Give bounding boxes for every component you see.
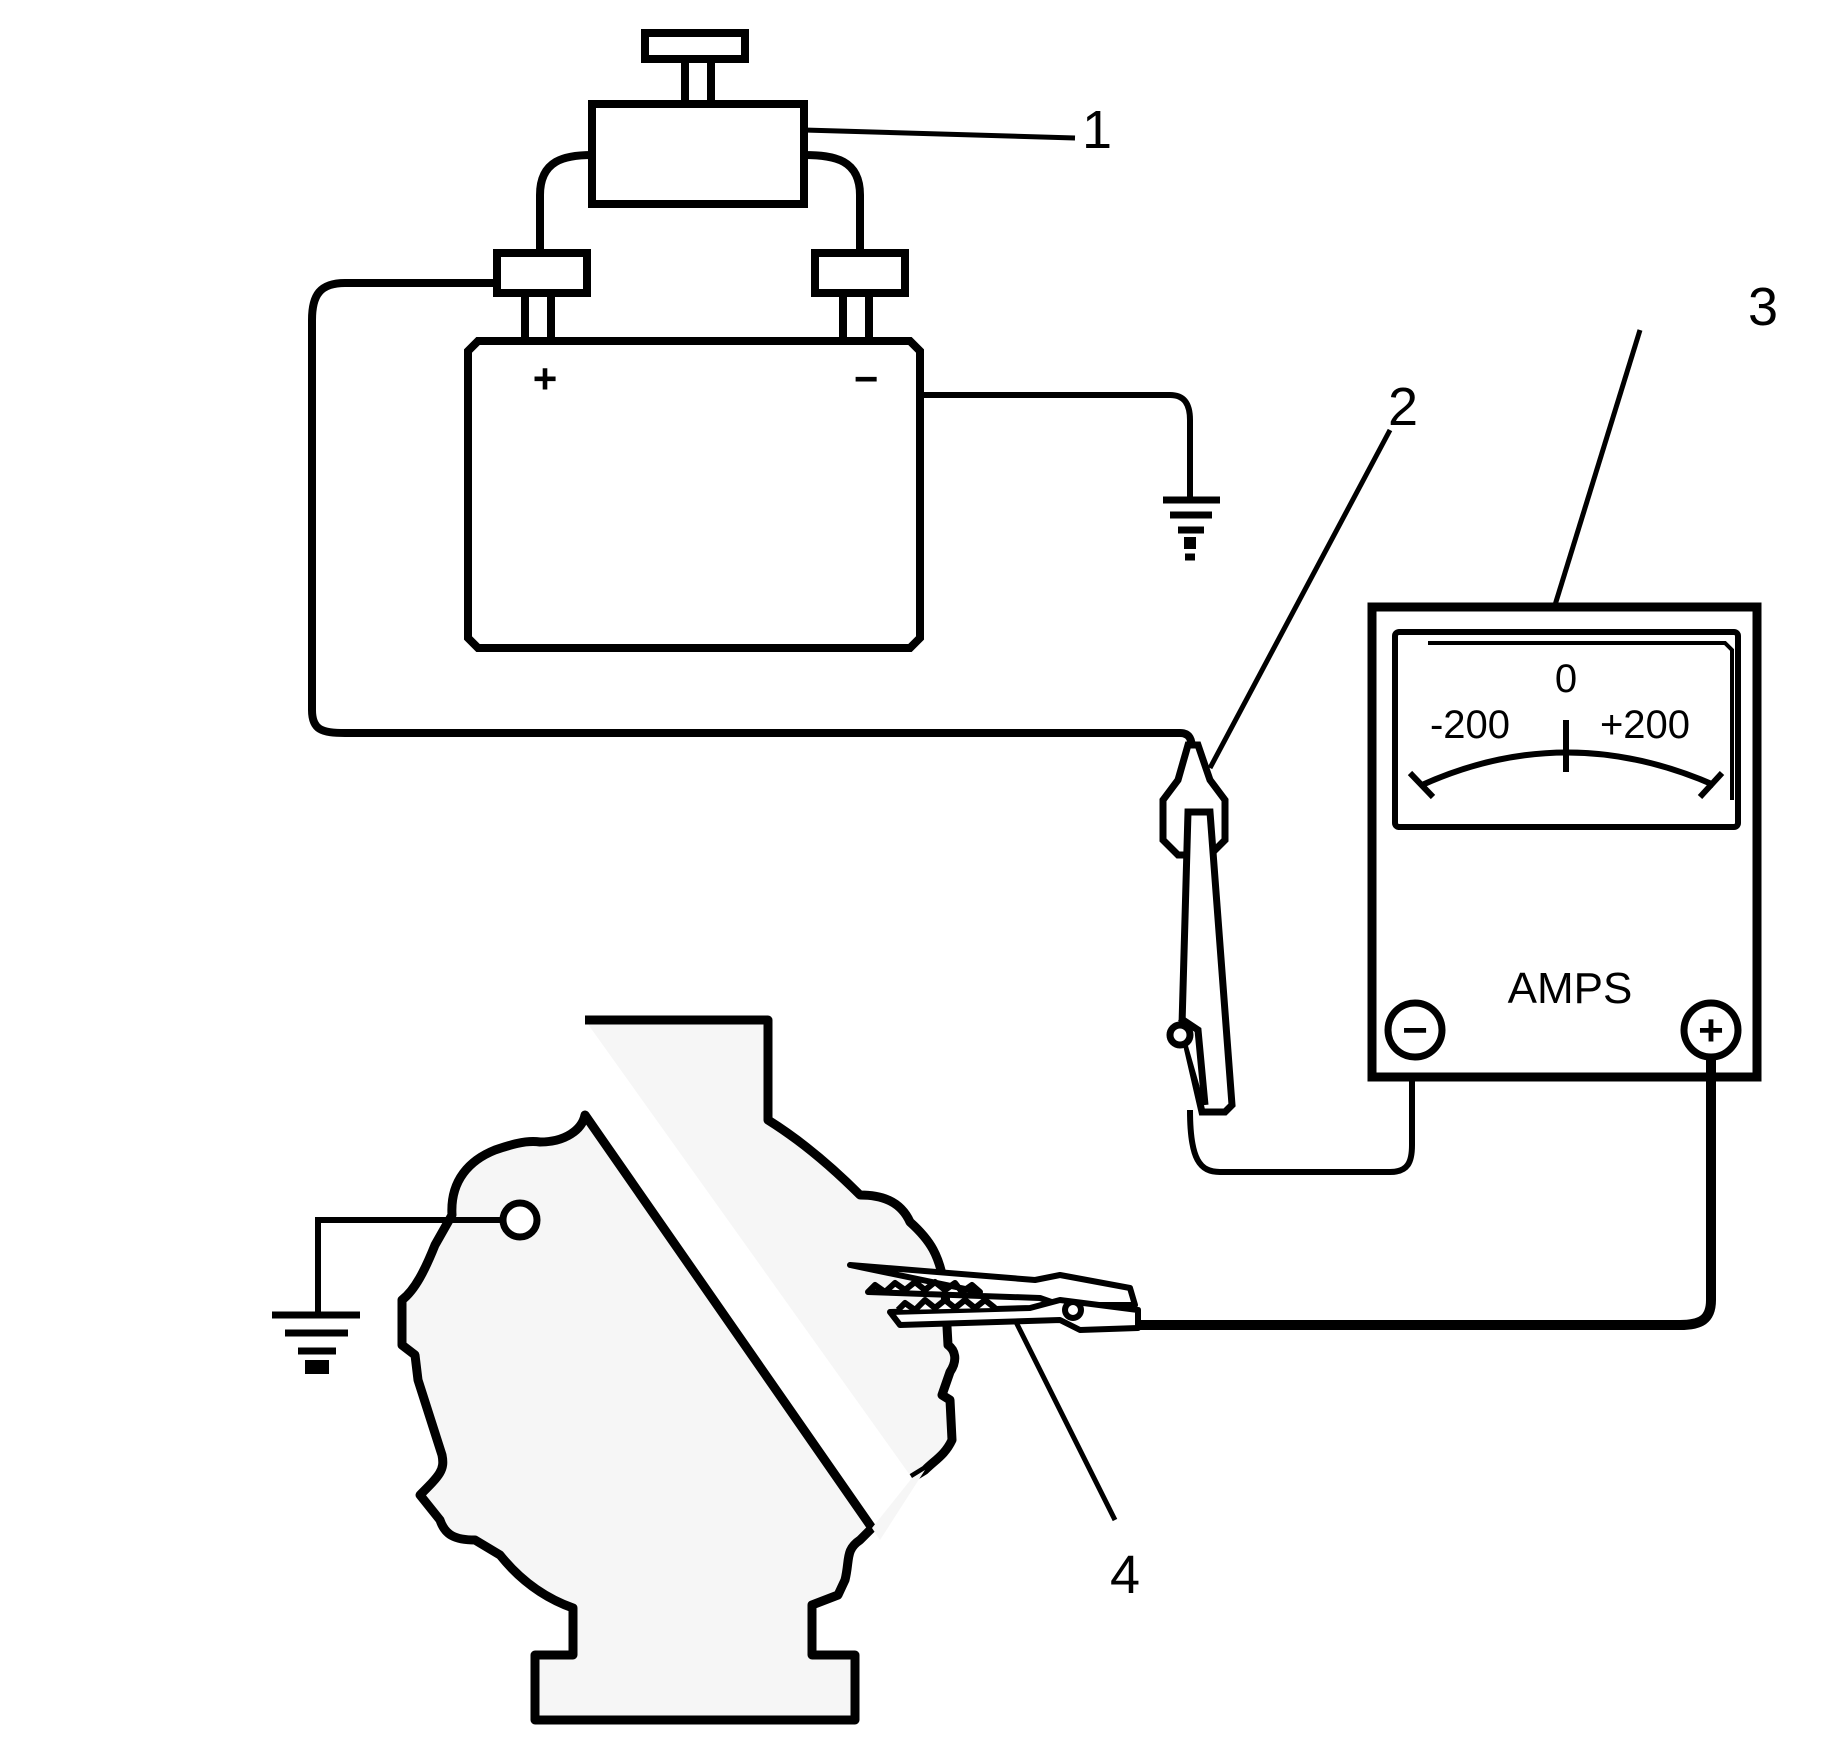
meter-positive-wire — [1138, 1060, 1716, 1330]
ammeter-icon — [1367, 602, 1762, 1082]
callout-4: 4 — [1110, 1545, 1140, 1605]
battery-negative-sign: − — [854, 355, 879, 402]
meter-negative-wire — [1187, 1065, 1415, 1175]
scale-label-left: -200 — [1430, 703, 1510, 747]
ground-symbol-icon — [272, 1311, 360, 1374]
generator-ground-wire — [315, 1217, 503, 1315]
switch-icon — [536, 29, 864, 258]
battery-positive-sign: + — [533, 355, 558, 402]
callout-1: 1 — [1082, 100, 1112, 160]
callout-leaders — [803, 127, 1643, 1522]
ammeter-unit-label: AMPS — [1508, 964, 1633, 1013]
negative-ground-wire — [920, 392, 1193, 500]
positive-lead-wire — [308, 279, 1196, 751]
ground-symbol-icon — [1163, 496, 1220, 561]
alligator-clip-icon — [1159, 741, 1236, 1116]
generator-icon — [397, 1015, 960, 1725]
scale-label-right: +200 — [1600, 703, 1690, 747]
battery-icon — [464, 249, 924, 652]
ammeter-negative-terminal-sign: − — [1402, 1006, 1428, 1055]
alligator-clip-icon — [847, 1262, 1141, 1333]
callout-2: 2 — [1388, 377, 1418, 437]
ammeter-positive-terminal-sign: + — [1698, 1006, 1724, 1055]
callout-3: 3 — [1748, 277, 1778, 337]
scale-label-center: 0 — [1555, 657, 1577, 701]
